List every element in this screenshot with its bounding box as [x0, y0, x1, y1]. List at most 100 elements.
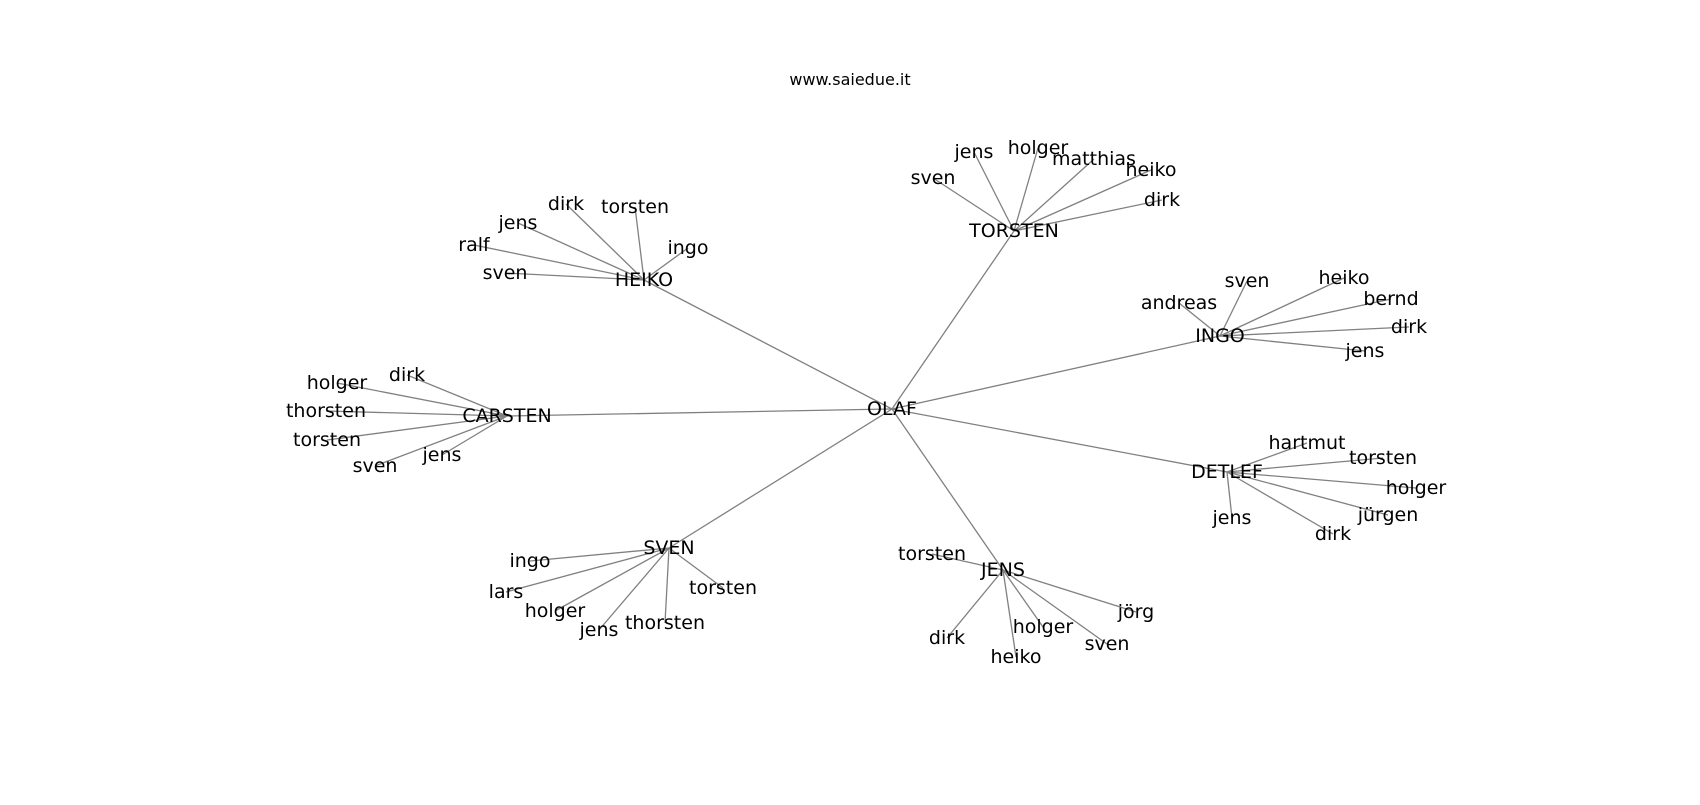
node-leaf: jürgen [1357, 504, 1419, 526]
node-hub-carsten: CARSTEN [462, 405, 551, 427]
node-leaf: sven [483, 262, 528, 284]
edge-detlef-0 [1226, 442, 1308, 473]
edge-ingo-2 [1178, 302, 1221, 337]
edge-jens-2 [1002, 569, 1044, 628]
node-hub-heiko: HEIKO [615, 269, 673, 291]
edge-heiko-4 [473, 244, 645, 281]
edge-sven-5 [664, 547, 670, 624]
edge-carsten-1 [336, 382, 508, 417]
node-leaf: heiko [1126, 159, 1177, 181]
node-leaf: sven [1085, 633, 1130, 655]
edge-root-ingo [891, 335, 1221, 410]
edge-sven-0 [529, 547, 670, 562]
node-leaf: torsten [689, 577, 757, 599]
edge-carsten-4 [441, 415, 508, 456]
edge-root-jens [891, 408, 1004, 571]
edge-detlef-4 [1226, 471, 1233, 519]
node-leaf: holger [525, 600, 586, 622]
node-leaf: dirk [1144, 189, 1180, 211]
node-hub-detlef: DETLEF [1191, 461, 1263, 483]
node-leaf: holger [1386, 477, 1447, 499]
edge-carsten-3 [326, 415, 508, 441]
edge-detlef-2 [1226, 471, 1417, 489]
edge-ingo-0 [1219, 280, 1248, 337]
node-leaf: jens [954, 141, 994, 163]
node-leaf: bernd [1363, 288, 1418, 310]
node-leaf: matthias [1052, 148, 1136, 170]
edge-root-sven [668, 408, 893, 549]
node-leaf: sven [353, 455, 398, 477]
edge-torsten-5 [1013, 199, 1163, 232]
node-leaf: andreas [1141, 292, 1217, 314]
edge-detlef-3 [1226, 471, 1389, 516]
edge-heiko-3 [643, 247, 689, 281]
edge-root-heiko [643, 279, 893, 410]
edge-root-carsten [506, 408, 893, 417]
edge-torsten-4 [932, 177, 1015, 232]
node-leaf: jens [422, 444, 462, 466]
node-leaf: ingo [509, 550, 550, 572]
edge-carsten-0 [406, 374, 508, 417]
node-leaf: dirk [929, 627, 965, 649]
edge-carsten-5 [374, 415, 508, 467]
watermark-text: www.saiedue.it [789, 70, 911, 89]
edge-heiko-2 [517, 222, 645, 281]
node-leaf: dirk [389, 364, 425, 386]
edge-sven-3 [554, 547, 670, 612]
node-root: OLAF [867, 398, 917, 420]
edge-detlef-5 [1226, 471, 1334, 535]
node-leaf: jens [579, 619, 619, 641]
edges-layer [325, 147, 1417, 658]
edge-root-detlef [891, 408, 1228, 473]
node-leaf: thorsten [286, 400, 366, 422]
node-hub-jens: JENS [980, 559, 1025, 581]
edge-detlef-1 [1226, 457, 1384, 473]
edge-ingo-4 [1219, 326, 1410, 337]
node-leaf: jens [1345, 340, 1385, 362]
node-leaf: torsten [293, 429, 361, 451]
node-leaf: heiko [1319, 267, 1370, 289]
edge-jens-3 [1002, 569, 1108, 645]
node-leaf: holger [1013, 616, 1074, 638]
edge-torsten-0 [973, 151, 1015, 232]
node-leaf: jens [1212, 507, 1252, 529]
edge-jens-4 [946, 569, 1004, 639]
node-leaf: dirk [1391, 316, 1427, 338]
node-leaf: ingo [667, 237, 708, 259]
node-leaf: torsten [601, 196, 669, 218]
node-leaf: jörg [1117, 601, 1154, 623]
edge-torsten-1 [1013, 147, 1039, 232]
node-leaf: torsten [1349, 447, 1417, 469]
edge-ingo-3 [1219, 298, 1392, 337]
edge-heiko-0 [565, 203, 645, 281]
node-leaf: ralf [458, 234, 491, 256]
node-leaf: thorsten [625, 612, 705, 634]
node-leaf: heiko [991, 646, 1042, 668]
edge-jens-1 [1002, 569, 1137, 613]
node-leaf: torsten [898, 543, 966, 565]
edge-sven-2 [505, 547, 670, 593]
node-leaf: hartmut [1269, 432, 1346, 454]
edge-jens-5 [1002, 569, 1017, 658]
node-leaf: lars [489, 581, 524, 603]
node-leaf: holger [1008, 137, 1069, 159]
edge-ingo-1 [1219, 277, 1345, 337]
edge-sven-4 [598, 547, 670, 631]
edge-sven-1 [668, 547, 724, 589]
edge-torsten-3 [1013, 169, 1152, 232]
node-leaf: dirk [548, 193, 584, 215]
edge-ingo-5 [1219, 335, 1366, 352]
node-hub-ingo: INGO [1195, 325, 1245, 347]
edge-carsten-2 [325, 410, 508, 417]
node-hub-torsten: TORSTEN [968, 220, 1059, 242]
node-hub-sven: SVEN [643, 537, 694, 559]
node-leaf: dirk [1315, 523, 1351, 545]
edge-heiko-1 [634, 206, 645, 281]
node-leaf: holger [307, 372, 368, 394]
node-leaf: sven [1225, 270, 1270, 292]
node-leaf: sven [911, 167, 956, 189]
node-leaf: jens [498, 212, 538, 234]
